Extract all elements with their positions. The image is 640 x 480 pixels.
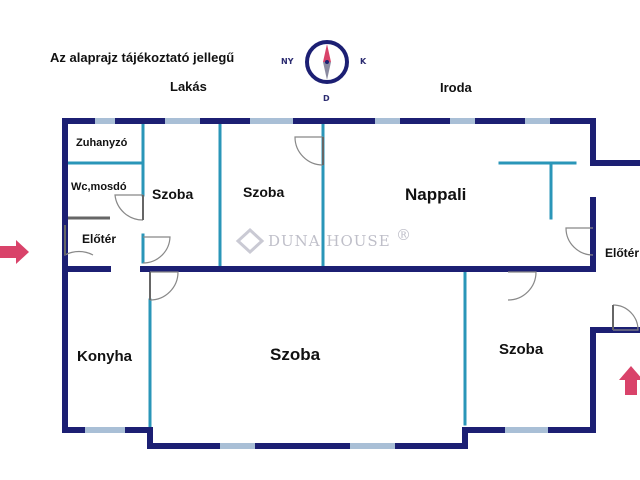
compass: NY K D — [281, 40, 367, 103]
door-hall-right — [612, 304, 639, 331]
door-room-right — [507, 271, 537, 301]
compass-needle-north — [323, 44, 331, 62]
room-label-mid: Szoba — [243, 184, 284, 200]
compass-label-east: K — [360, 57, 367, 66]
unit-label-office: Iroda — [440, 80, 473, 95]
compass-center — [325, 60, 329, 64]
room-label-living: Nappali — [405, 185, 466, 204]
door-wc — [114, 194, 144, 221]
room-label-hall-right: Előtér — [605, 246, 639, 260]
unit-label-apartment: Lakás — [170, 79, 207, 94]
door-kitchen-room — [149, 271, 179, 301]
entry-arrow-left-icon — [0, 240, 29, 264]
entry-arrows — [0, 240, 640, 395]
disclaimer-text: Az alaprajz tájékoztató jellegű — [50, 50, 234, 65]
door-leaves — [64, 137, 614, 330]
compass-label-south: D — [323, 94, 330, 103]
room-label-big: Szoba — [270, 345, 321, 364]
watermark-mark: ® — [396, 226, 412, 244]
room-label-wc: Wc,mosdó — [71, 181, 127, 193]
watermark-logo-icon — [235, 227, 265, 255]
watermark-brand: DUNA HOUSE — [268, 232, 391, 250]
room-label-shower: Zuhanyzó — [76, 137, 128, 149]
room-label-hall-left: Előtér — [82, 232, 116, 246]
door-room-small — [142, 236, 171, 264]
windows — [85, 118, 550, 449]
room-label-small: Szoba — [152, 186, 193, 202]
room-label-right: Szoba — [499, 341, 544, 358]
doors — [64, 136, 639, 331]
watermark: DUNA HOUSE ® — [235, 226, 412, 255]
compass-label-nw: NY — [281, 57, 294, 66]
door-room-mid — [294, 136, 324, 166]
interior-walls — [63, 119, 577, 445]
room-label-kitchen: Konyha — [77, 348, 133, 365]
door-living-right — [565, 227, 594, 256]
compass-needle-south — [323, 62, 331, 80]
entry-arrow-right-icon — [619, 366, 640, 395]
